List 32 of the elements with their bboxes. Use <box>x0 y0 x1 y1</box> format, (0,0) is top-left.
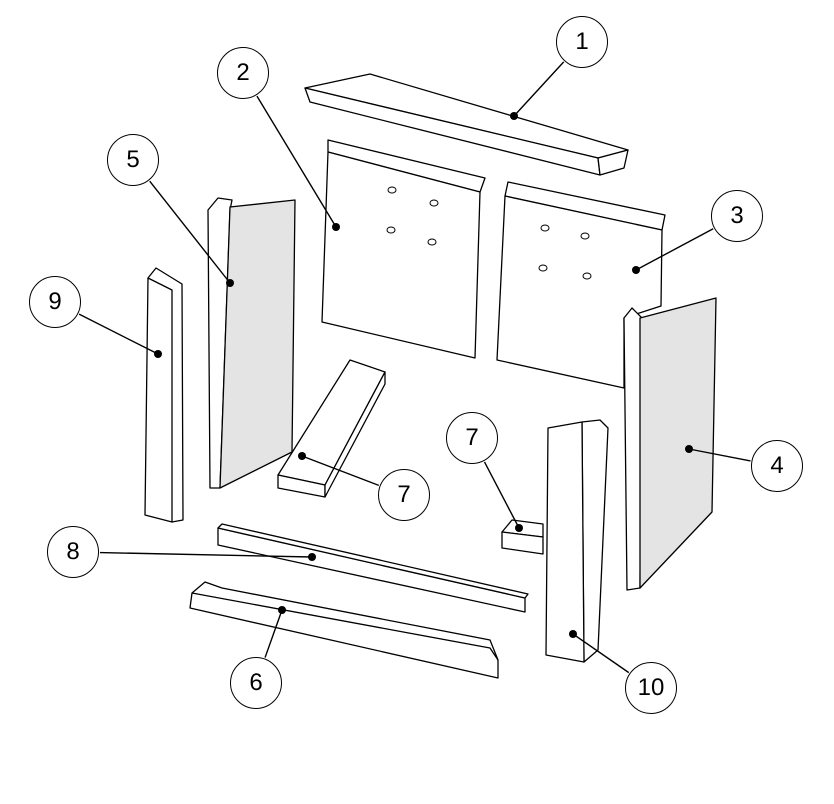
leader-line <box>149 180 234 287</box>
part-drawing <box>277 359 386 498</box>
part-drawing <box>304 73 629 176</box>
part-drawing <box>207 197 296 489</box>
callout-number: 6 <box>230 657 282 709</box>
callout-number: 4 <box>751 440 803 492</box>
callout-number: 1 <box>556 16 608 68</box>
part-drawing <box>144 267 184 523</box>
callout-number: 7 <box>446 412 498 464</box>
callout-number: 10 <box>625 662 677 714</box>
callout-number: 9 <box>29 276 81 328</box>
leader-line <box>632 228 714 274</box>
part-drawing <box>496 181 666 389</box>
callout-number: 2 <box>217 47 269 99</box>
callout-number: 8 <box>47 526 99 578</box>
callout-number: 3 <box>711 190 763 242</box>
part-drawing <box>623 297 717 591</box>
leader-line <box>256 96 340 231</box>
callout-number: 5 <box>107 134 159 186</box>
leader-line <box>484 462 523 532</box>
leader-line <box>100 552 316 561</box>
leader-line <box>685 445 751 462</box>
leader-line <box>264 606 286 658</box>
leader-line <box>569 630 630 674</box>
callout-number: 7 <box>378 469 430 521</box>
part-drawing <box>321 139 486 359</box>
leader-line <box>78 314 162 358</box>
leader-line <box>510 61 564 120</box>
leader-line <box>298 452 380 486</box>
part-drawing <box>545 419 609 663</box>
part-drawing <box>217 523 529 613</box>
part-drawing <box>501 519 544 555</box>
